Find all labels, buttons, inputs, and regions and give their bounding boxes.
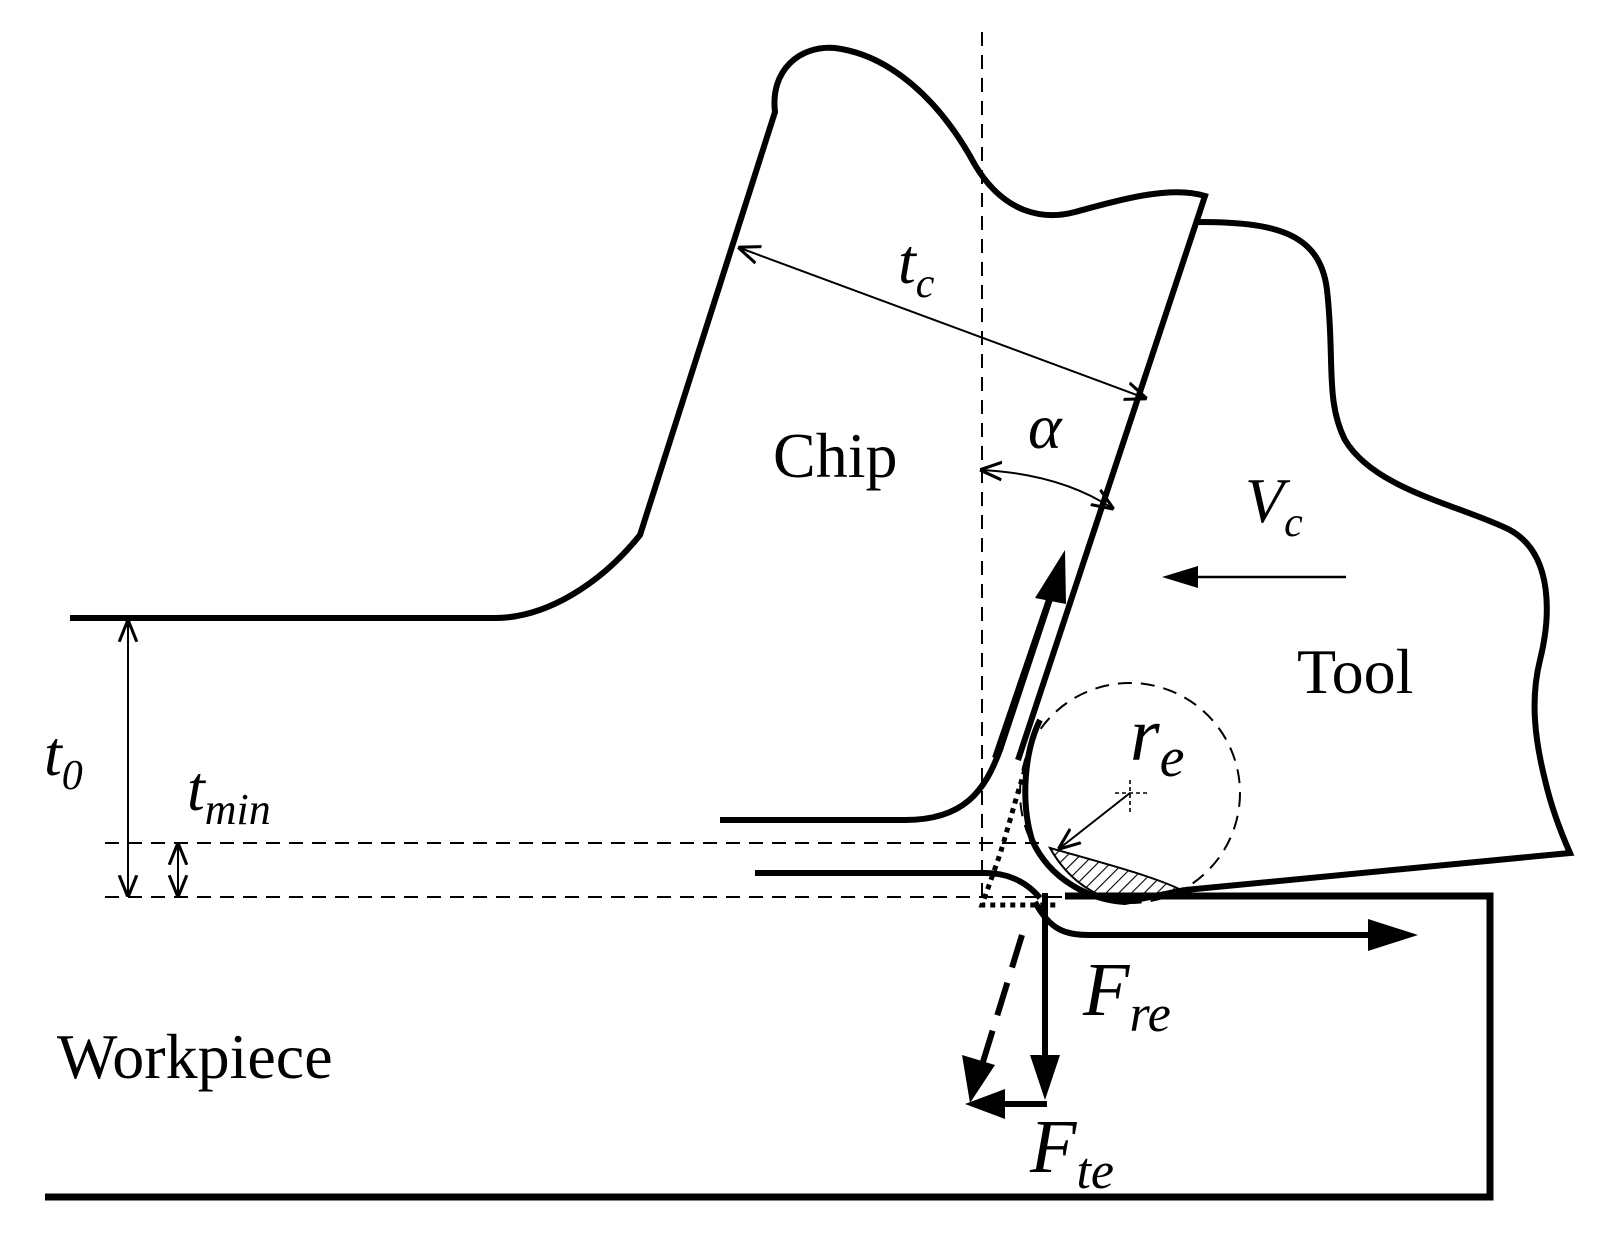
t0-subscript: 0 <box>62 753 83 799</box>
tool-label: Tool <box>1297 636 1413 707</box>
tc-label: tc <box>898 226 935 307</box>
horizontal-force-arrowhead <box>1368 919 1418 951</box>
chip-top <box>972 163 1209 761</box>
chip-outline <box>70 44 978 621</box>
resultant-arrowhead <box>962 1055 995 1103</box>
workpiece-outline <box>45 892 1494 1201</box>
fte-subscript: te <box>1076 1143 1114 1200</box>
tmin-label: tmin <box>187 753 271 834</box>
fre-arrowhead <box>1030 1055 1060 1100</box>
tc-dimension <box>740 248 1145 398</box>
workpiece-label: Workpiece <box>57 1021 333 1092</box>
resultant-force-dashed <box>979 934 1025 1066</box>
re-radius-line <box>1060 792 1131 848</box>
stagnation-contour <box>978 769 1058 908</box>
fre-label: Fre <box>1082 948 1171 1043</box>
chip-flow-arrowhead <box>1035 550 1066 604</box>
alpha-label: α <box>1028 391 1063 462</box>
fte-arrowhead <box>965 1089 1005 1119</box>
vc-subscript: c <box>1284 500 1303 546</box>
vc-label: Vc <box>1245 465 1303 546</box>
re-subscript: e <box>1160 727 1185 789</box>
machined-surface <box>1032 900 1091 938</box>
chip-label: Chip <box>773 420 897 491</box>
chip-underside <box>720 589 1056 823</box>
t0-label: t0 <box>44 718 83 799</box>
fre-subscript: re <box>1129 986 1170 1043</box>
fte-label: Fte <box>1029 1105 1114 1200</box>
dead-metal-zone <box>1047 846 1188 904</box>
chip-flow-line <box>992 587 1056 759</box>
re-label: re <box>1130 693 1184 789</box>
workpiece-edge <box>755 870 1043 900</box>
alpha-arc <box>982 470 1112 508</box>
vc-arrowhead <box>1162 566 1198 588</box>
tmin-subscript: min <box>205 785 271 834</box>
tool-outline <box>1184 219 1575 893</box>
tc-subscript: c <box>916 261 935 307</box>
